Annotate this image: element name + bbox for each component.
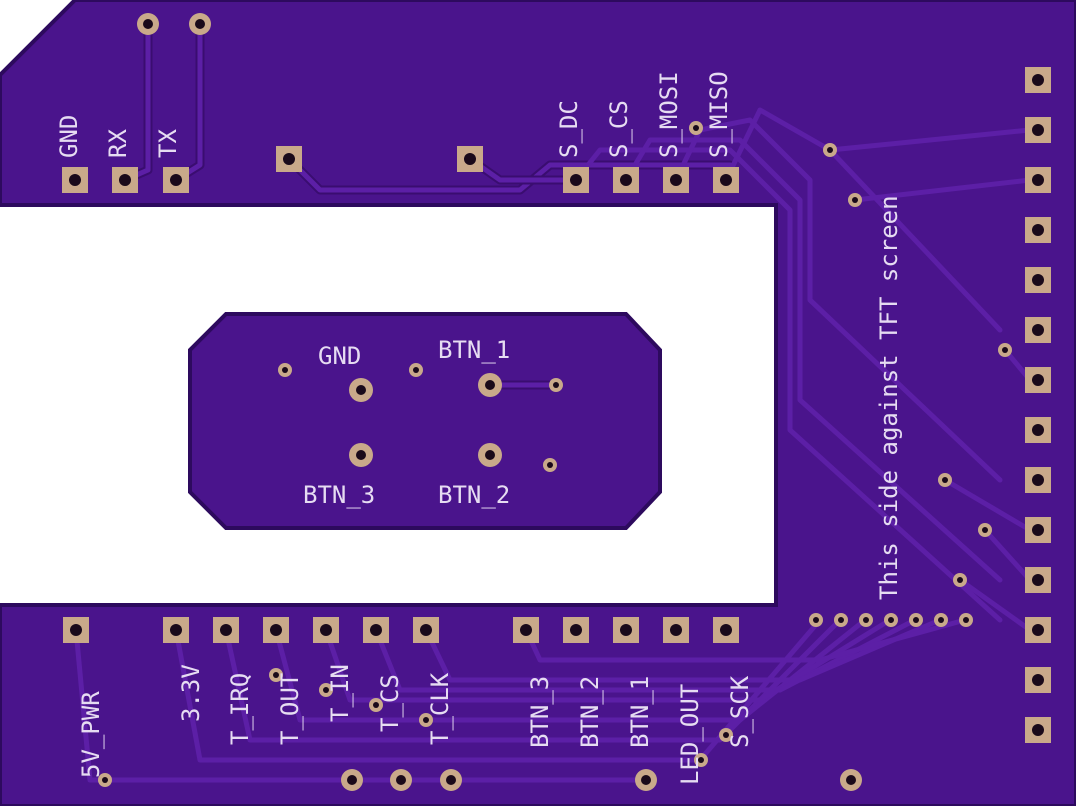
label-led-out: LED_OUT bbox=[676, 684, 704, 785]
label-t-irq: T_IRQ bbox=[226, 673, 254, 745]
bottom-pads bbox=[63, 617, 739, 643]
label-rx: RX bbox=[104, 129, 132, 158]
side-note: This side against TFT screen bbox=[875, 195, 903, 600]
label-s-miso: S_MISO bbox=[705, 71, 733, 158]
label-t-clk: T_CLK bbox=[426, 672, 454, 745]
label-5v-pwr: 5V_PWR bbox=[77, 691, 105, 778]
label-t-in: T_IN bbox=[326, 664, 354, 722]
label-t-cs: T_CS bbox=[376, 674, 404, 732]
label-btn1: BTN_1 bbox=[626, 676, 654, 748]
label-center-gnd: GND bbox=[318, 342, 361, 370]
top-pads bbox=[62, 146, 739, 193]
label-gnd: GND bbox=[55, 115, 83, 158]
right-pads bbox=[1025, 67, 1051, 743]
button-holes bbox=[349, 373, 502, 467]
label-center-btn2: BTN_2 bbox=[438, 481, 510, 509]
top-header bbox=[137, 13, 211, 35]
label-s-cs: S_CS bbox=[605, 100, 633, 158]
label-s-dc: S_DC bbox=[555, 100, 583, 158]
bottom-holes bbox=[341, 769, 862, 791]
label-center-btn1: BTN_1 bbox=[438, 336, 510, 364]
vias bbox=[98, 121, 1012, 787]
label-center-btn3: BTN_3 bbox=[303, 481, 375, 509]
label-btn2: BTN_2 bbox=[576, 676, 604, 748]
center-island bbox=[188, 312, 662, 530]
label-s-mosi: S_MOSI bbox=[655, 71, 683, 158]
label-btn3: BTN_3 bbox=[526, 676, 554, 748]
label-3v3: 3.3V bbox=[177, 664, 205, 722]
label-s-sck: S_SCK bbox=[726, 675, 754, 748]
label-tx: TX bbox=[154, 129, 182, 158]
label-t-out: T_OUT bbox=[276, 673, 304, 745]
